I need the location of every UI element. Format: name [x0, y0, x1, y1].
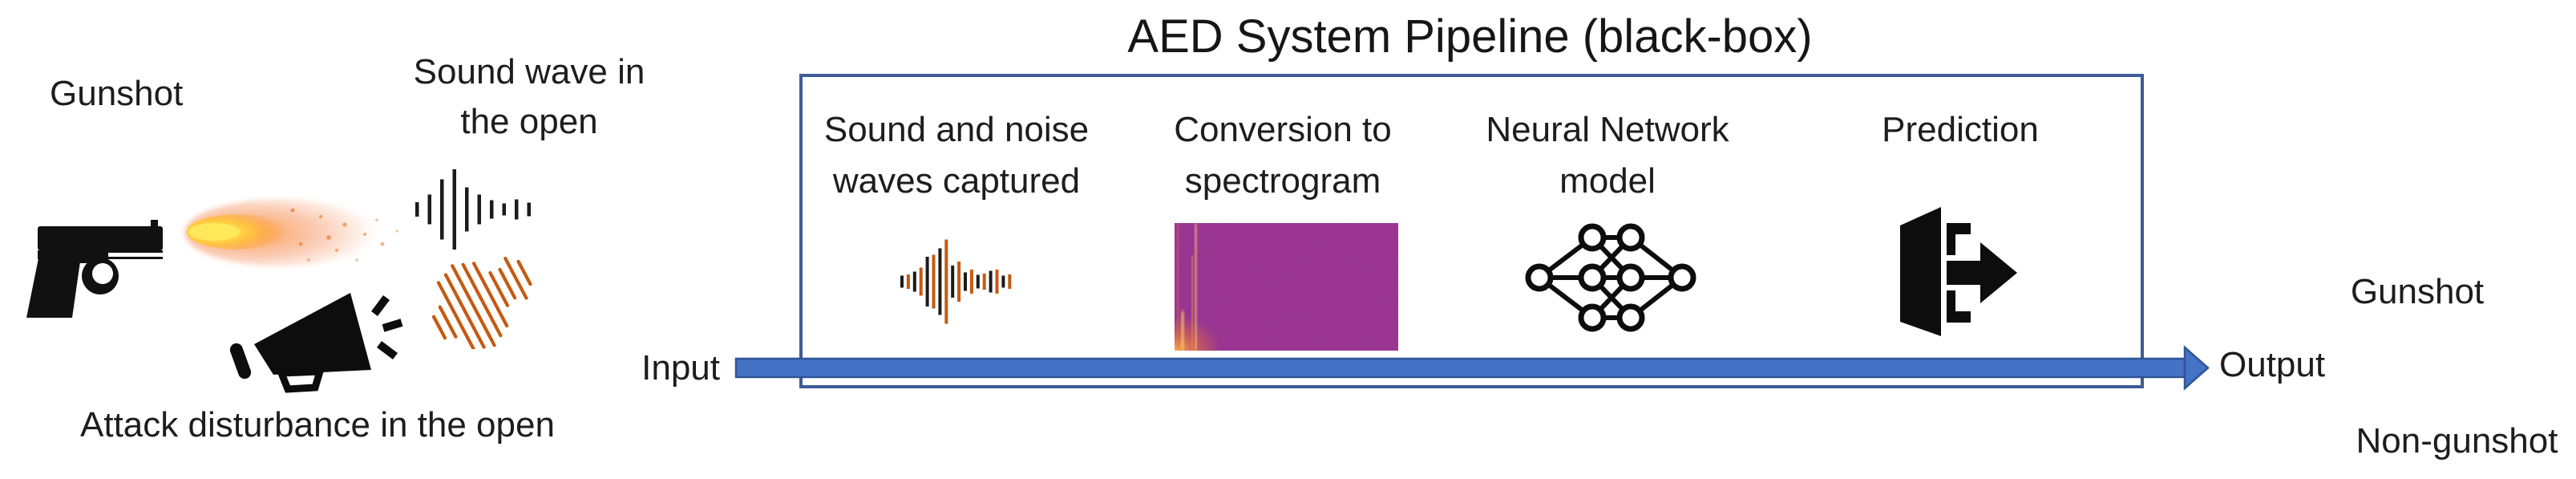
gunshot-source-label: Gunshot [50, 74, 184, 113]
sound-wave-icon [415, 169, 531, 250]
pipeline-title: AED System Pipeline (black-box) [1127, 10, 1813, 63]
stage-capture-line2: waves captured [832, 161, 1081, 201]
sound-wave-label: Sound wave in the open [369, 47, 689, 147]
output-class-non-gunshot: Non-gunshot [2356, 421, 2558, 461]
megaphone-icon [229, 293, 403, 393]
output-class-gunshot: Gunshot [2350, 272, 2485, 311]
stage-spectrogram-line2: spectrogram [1184, 161, 1381, 201]
stage-label-prediction: Prediction [1800, 104, 2121, 156]
spark-dots [290, 208, 398, 262]
muzzle-flash-icon [184, 199, 398, 266]
sound-wave-label-line2: the open [460, 102, 598, 141]
noise-hatch-icon [431, 256, 532, 349]
stage-label-model: Neural Network model [1447, 104, 1768, 207]
flow-arrow [734, 345, 2210, 391]
stage-capture-line1: Sound and noise [823, 110, 1090, 149]
stage-label-spectrogram: Conversion to spectrogram [1122, 104, 1443, 207]
waveform-icon [900, 239, 1012, 324]
gun-icon [26, 220, 163, 318]
stage-spectrogram-line1: Conversion to [1174, 110, 1392, 149]
output-label: Output [2219, 345, 2326, 384]
exit-arrow-icon [1900, 207, 2017, 336]
neural-network-icon [1525, 223, 1696, 332]
spectrogram-image [1175, 223, 1398, 351]
megaphone-sound-dashes [371, 295, 403, 359]
input-label: Input [641, 348, 720, 388]
attack-disturbance-label: Attack disturbance in the open [80, 405, 555, 444]
flow-arrow-shaft [734, 357, 2186, 379]
stage-model-line2: model [1559, 161, 1656, 201]
stage-model-line1: Neural Network [1486, 110, 1729, 149]
flow-arrow-head [2183, 345, 2210, 391]
pipeline-box [799, 74, 2144, 388]
stage-prediction-line1: Prediction [1882, 110, 2039, 149]
sound-wave-label-line1: Sound wave in [413, 52, 645, 91]
stage-label-capture: Sound and noise waves captured [796, 104, 1117, 207]
